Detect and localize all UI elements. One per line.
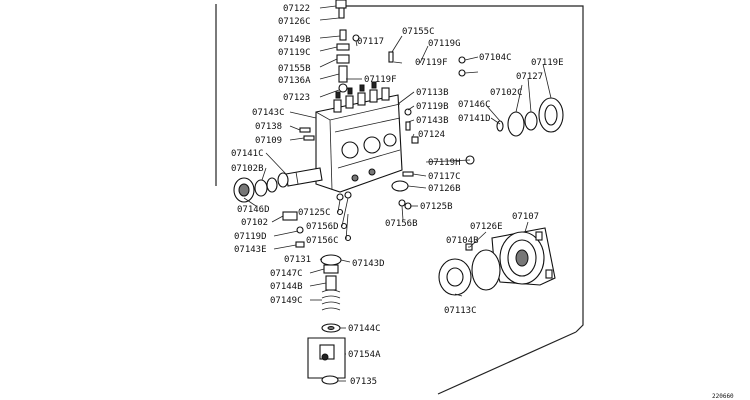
label-07119b: 07119B	[416, 102, 449, 112]
label-07155b: 07155B	[278, 64, 311, 74]
label-07126e: 07126E	[470, 222, 503, 232]
label-07156c: 07156C	[306, 236, 339, 246]
label-07123: 07123	[283, 93, 310, 103]
governor-housing	[491, 227, 556, 286]
label-07156d: 07156D	[306, 222, 339, 232]
label-07119g: 07119G	[428, 39, 461, 49]
label-07102b: 07102B	[231, 164, 264, 174]
diagram-frame	[215, 0, 584, 395]
label-07138: 07138	[255, 122, 282, 132]
label-07149c: 07149C	[270, 296, 303, 306]
label-07119f-upper: 07119F	[415, 58, 448, 68]
label-07143c: 07143C	[252, 108, 285, 118]
label-07141d: 07141D	[458, 114, 491, 124]
label-07126b: 07126B	[428, 184, 461, 194]
label-07117: 07117	[357, 37, 384, 47]
figure-code: 220660	[712, 393, 734, 400]
label-07104b: 07104B	[446, 236, 479, 246]
plunger-stack	[307, 254, 346, 385]
label-07113c: 07113C	[444, 306, 477, 316]
label-07119f-lower: 07119F	[364, 75, 397, 85]
label-07156b: 07156B	[385, 219, 418, 229]
label-07143d: 07143D	[352, 259, 385, 269]
label-07141c: 07141C	[231, 149, 264, 159]
part-labels: 07122 07126C 07149B 07119C 07155B 07136A…	[231, 4, 734, 400]
label-07104c: 07104C	[479, 53, 512, 63]
label-07113b: 07113B	[416, 88, 449, 98]
label-07147c: 07147C	[270, 269, 303, 279]
label-07155c: 07155C	[402, 27, 435, 37]
label-07135: 07135	[350, 377, 377, 387]
label-07154a: 07154A	[348, 350, 381, 360]
right-bearing-set	[496, 97, 564, 137]
label-07144c: 07144C	[348, 324, 381, 334]
label-07119h: 07119H	[428, 158, 461, 168]
delivery-valve-top	[335, 0, 360, 93]
camshaft	[277, 167, 323, 188]
label-07122: 07122	[283, 4, 310, 14]
label-07119d: 07119D	[234, 232, 267, 242]
label-07102c: 07102C	[490, 88, 523, 98]
label-07143e: 07143E	[234, 245, 267, 255]
label-07109: 07109	[255, 136, 282, 146]
label-07146c: 07146C	[458, 100, 491, 110]
label-07149b: 07149B	[278, 35, 311, 45]
label-07136a: 07136A	[278, 76, 311, 86]
label-07127: 07127	[516, 72, 543, 82]
pump-housing	[315, 81, 403, 193]
label-07117c: 07117C	[428, 172, 461, 182]
label-07126c: 07126C	[278, 17, 311, 27]
label-07119e: 07119E	[531, 58, 564, 68]
label-07131: 07131	[284, 255, 311, 265]
label-07124: 07124	[418, 130, 445, 140]
left-bearing	[233, 177, 278, 203]
leader-lines	[243, 5, 552, 382]
gasket	[471, 249, 501, 291]
label-07107: 07107	[512, 212, 539, 222]
label-07125c: 07125C	[298, 208, 331, 218]
label-07143b: 07143B	[416, 116, 449, 126]
flange	[438, 243, 473, 296]
label-07146d: 07146D	[237, 205, 270, 215]
label-07102: 07102	[241, 218, 268, 228]
label-07125b: 07125B	[420, 202, 453, 212]
label-07144b: 07144B	[270, 282, 303, 292]
label-07119c: 07119C	[278, 48, 311, 58]
